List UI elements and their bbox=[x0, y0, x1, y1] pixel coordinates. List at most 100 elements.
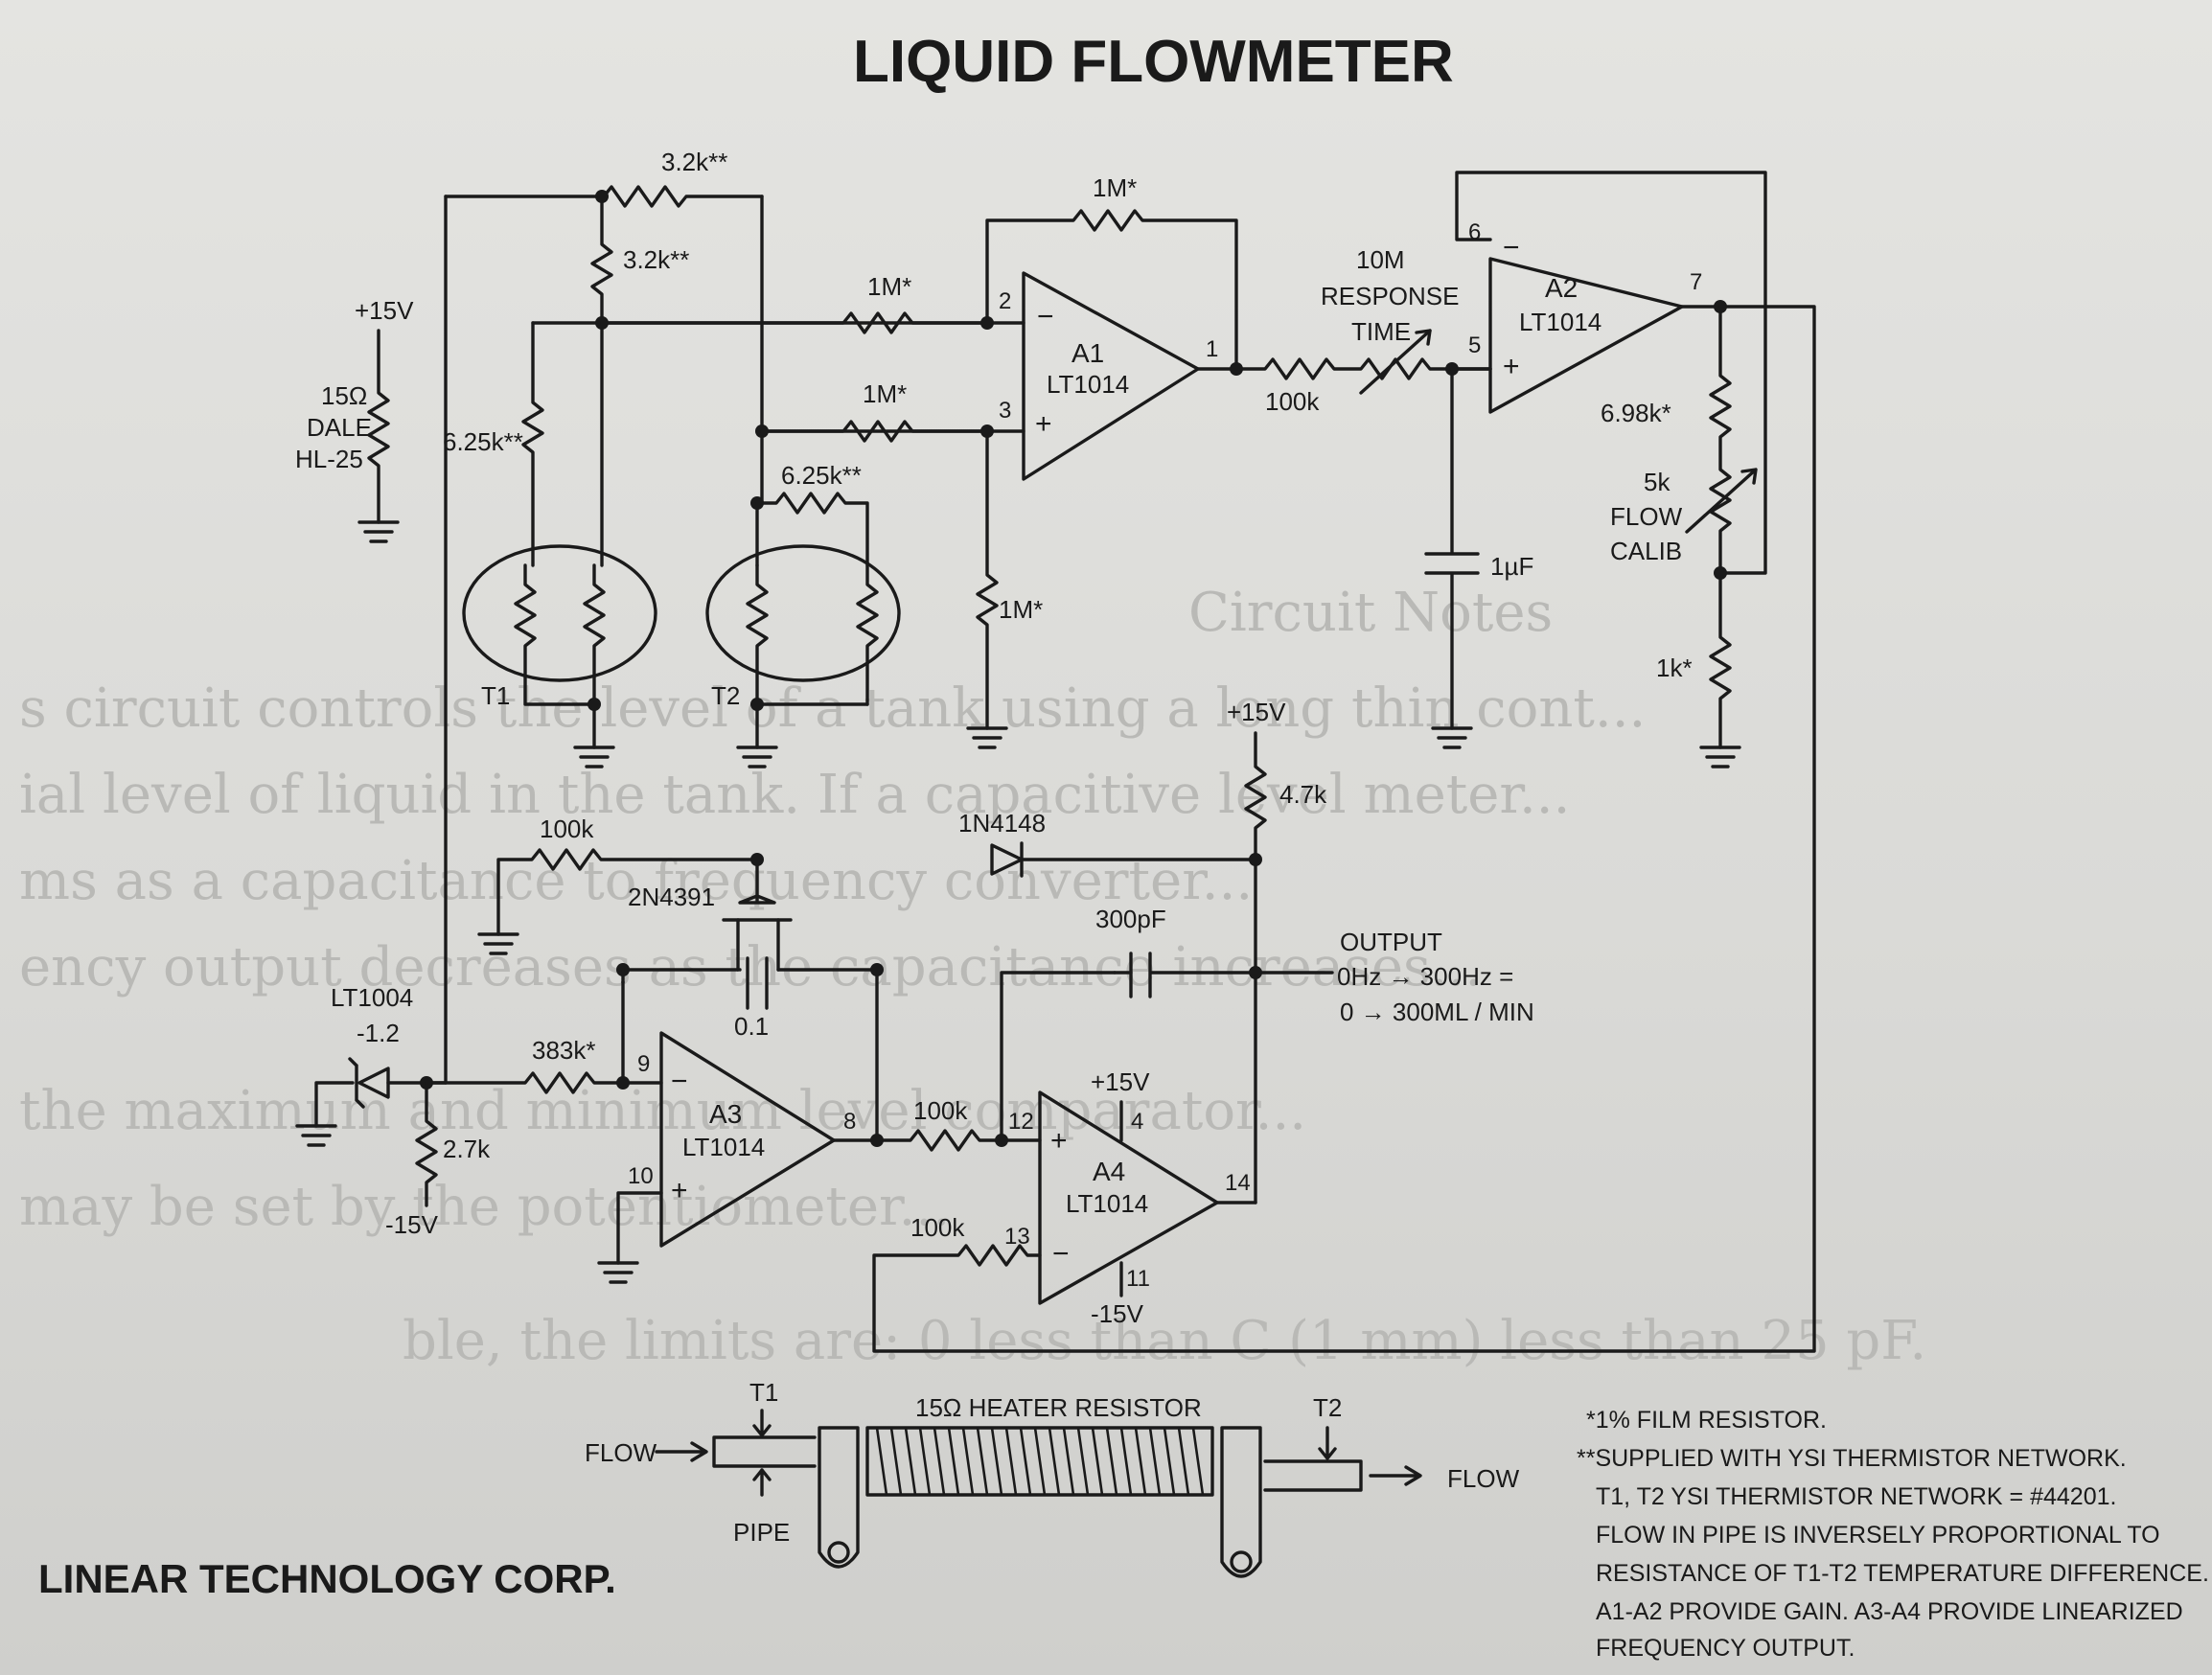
pin-number: 9 bbox=[637, 1051, 650, 1077]
pin-number: 8 bbox=[843, 1109, 856, 1135]
thermistor-t2-label: T2 bbox=[711, 681, 740, 710]
thermistor-t1-envelope bbox=[462, 544, 657, 682]
pin-number: 4 bbox=[1131, 1109, 1143, 1135]
pin-number: 14 bbox=[1225, 1170, 1251, 1196]
note-line: A1-A2 PROVIDE GAIN. A3-A4 PROVIDE LINEAR… bbox=[1596, 1598, 2183, 1625]
supply-label: -15V bbox=[385, 1210, 439, 1239]
t1-location-label: T1 bbox=[749, 1378, 778, 1407]
flow-in-label: FLOW bbox=[585, 1438, 657, 1467]
pot-value: 5k bbox=[1644, 468, 1671, 496]
thermistor-t2-envelope bbox=[705, 544, 901, 682]
note-line: T1, T2 YSI THERMISTOR NETWORK = #44201. bbox=[1596, 1483, 2116, 1510]
opamp-a2: − + 6 5 7 A2 LT1014 6.98k* 5k FLOW CALIB… bbox=[872, 171, 1816, 1353]
reset-switch-network: +15V 4.7k 1N4148 100k 2N4391 bbox=[477, 698, 1327, 1142]
heater-coil bbox=[865, 1426, 1214, 1497]
pot-label: CALIB bbox=[1610, 537, 1682, 565]
t2-location-label: T2 bbox=[1313, 1393, 1342, 1422]
note-line: *1% FILM RESISTOR. bbox=[1586, 1407, 1827, 1434]
pipe-label: PIPE bbox=[733, 1518, 790, 1547]
pin-number: 10 bbox=[628, 1163, 654, 1189]
resistor-label: 3.2k** bbox=[623, 245, 689, 274]
page-title: LIQUID FLOWMETER bbox=[853, 29, 1454, 95]
opamp-a1-part: LT1014 bbox=[1047, 370, 1129, 399]
opamp-a2-name: A2 bbox=[1545, 273, 1578, 303]
circuit-notes: *1% FILM RESISTOR. **SUPPLIED WITH YSI T… bbox=[1577, 1407, 2209, 1662]
supply-label: +15V bbox=[1227, 698, 1286, 726]
flow-out-label: FLOW bbox=[1447, 1464, 1520, 1493]
jfet-label: 2N4391 bbox=[628, 883, 715, 911]
svg-text:−: − bbox=[1052, 1238, 1070, 1270]
resistor-label: 1M* bbox=[999, 595, 1043, 624]
heater-resistor-15ohm: +15V 15Ω DALE HL-25 bbox=[295, 296, 414, 543]
opamp-a1: 1M* 1M* 1M* 1M* − + 2 3 1 A1 LT1014 bbox=[600, 173, 1243, 749]
resistor-label: 1M* bbox=[863, 379, 907, 408]
svg-text:−: − bbox=[1037, 301, 1054, 333]
response-time-network: 100k 10M RESPONSE TIME 1µF bbox=[1234, 245, 1533, 749]
resistor-label: 100k bbox=[913, 1096, 968, 1125]
resistor-label: 6.25k** bbox=[781, 461, 862, 490]
thermistor-t1-label: T1 bbox=[481, 681, 510, 710]
opamp-a3-part: LT1014 bbox=[682, 1133, 765, 1161]
resistor-label: 100k bbox=[540, 815, 594, 843]
supply-label: -15V bbox=[1091, 1299, 1144, 1328]
reference-voltage: -1.2 bbox=[357, 1019, 400, 1047]
voltage-reference-lt1004: LT1004 -1.2 2.7k -15V 383k* bbox=[295, 983, 663, 1239]
note-line: FLOW IN PIPE IS INVERSELY PROPORTIONAL T… bbox=[1596, 1522, 2160, 1549]
resistor-label: 100k bbox=[910, 1213, 965, 1242]
opamp-a1-name: A1 bbox=[1071, 338, 1104, 368]
company-credit: LINEAR TECHNOLOGY CORP. bbox=[38, 1556, 616, 1601]
pot-label: RESPONSE bbox=[1321, 282, 1460, 310]
note-line: FREQUENCY OUTPUT. bbox=[1596, 1635, 1855, 1662]
svg-text:+: + bbox=[1035, 408, 1052, 440]
opamp-a2-body bbox=[1488, 257, 1684, 414]
resistor-label: 1M* bbox=[867, 272, 911, 301]
resistor-label: 2.7k bbox=[443, 1135, 491, 1163]
output-network: 300pF OUTPUT 0Hz → 300Hz = 0 → 300ML / M… bbox=[1000, 905, 1534, 1205]
heater-model: HL-25 bbox=[295, 445, 363, 473]
output-range: 0 → 300ML / MIN bbox=[1340, 998, 1534, 1026]
pin-number: 12 bbox=[1008, 1109, 1034, 1135]
opamp-a2-part: LT1014 bbox=[1519, 308, 1601, 336]
supply-label: +15V bbox=[1091, 1067, 1150, 1096]
svg-text:+: + bbox=[1050, 1125, 1068, 1157]
output-range: 0Hz → 300Hz = bbox=[1337, 962, 1513, 991]
opamp-a1-body bbox=[1022, 271, 1200, 481]
svg-text:+: + bbox=[1503, 351, 1520, 382]
resistor-label: 383k* bbox=[532, 1036, 596, 1065]
pot-label: FLOW bbox=[1610, 502, 1683, 531]
output-label: OUTPUT bbox=[1340, 928, 1442, 956]
opamp-a4-body bbox=[1038, 1090, 1219, 1305]
pin-number: 1 bbox=[1206, 336, 1218, 362]
resistor-label: 4.7k bbox=[1279, 780, 1327, 809]
opamp-a3-name: A3 bbox=[709, 1099, 742, 1129]
reference-label: LT1004 bbox=[331, 983, 413, 1012]
resistor-label: 100k bbox=[1265, 387, 1320, 416]
pin-number: 6 bbox=[1468, 219, 1481, 245]
pin-number: 7 bbox=[1690, 269, 1702, 295]
diode-label: 1N4148 bbox=[958, 809, 1046, 838]
svg-text:−: − bbox=[671, 1066, 688, 1097]
note-line: RESISTANCE OF T1-T2 TEMPERATURE DIFFEREN… bbox=[1596, 1560, 2209, 1587]
resistor-label: 1M* bbox=[1093, 173, 1137, 202]
opamp-a4-name: A4 bbox=[1093, 1157, 1125, 1186]
heater-make: DALE bbox=[307, 413, 372, 442]
heater-label: 15Ω HEATER RESISTOR bbox=[915, 1393, 1202, 1422]
thermistor-bridge: 3.2k** 3.2k** 6.25k** 6.25k** bbox=[443, 148, 989, 1085]
resistor-label: 1k* bbox=[1656, 654, 1693, 682]
capacitor-label: 300pF bbox=[1095, 905, 1166, 933]
opamp-a4-part: LT1014 bbox=[1066, 1189, 1148, 1218]
capacitor-label: 0.1 bbox=[734, 1012, 769, 1041]
svg-text:+: + bbox=[671, 1175, 688, 1206]
pot-label: TIME bbox=[1351, 317, 1411, 346]
opamp-a3-body bbox=[659, 1031, 836, 1248]
resistor-label: 6.98k* bbox=[1601, 399, 1671, 427]
svg-text:−: − bbox=[1503, 232, 1520, 264]
pin-number: 3 bbox=[999, 398, 1011, 424]
pin-number: 2 bbox=[999, 288, 1011, 314]
pot-value: 10M bbox=[1356, 245, 1405, 274]
resistor-label: 6.25k** bbox=[443, 427, 523, 456]
capacitor-label: 1µF bbox=[1490, 552, 1533, 581]
note-line: **SUPPLIED WITH YSI THERMISTOR NETWORK. bbox=[1577, 1445, 2127, 1472]
supply-label: +15V bbox=[355, 296, 414, 325]
